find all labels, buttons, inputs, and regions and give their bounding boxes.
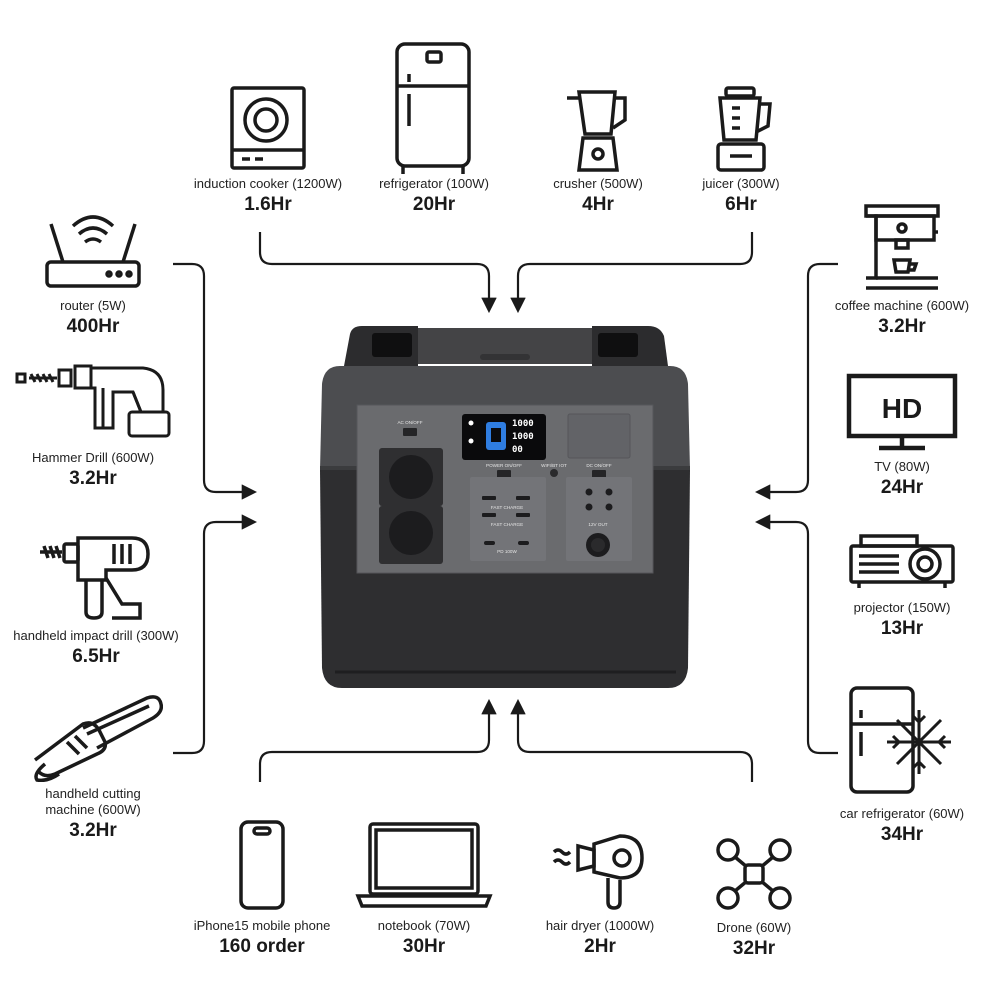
left-upper-connector — [173, 262, 258, 500]
device-hammer-drill: Hammer Drill (600W) 3.2Hr — [0, 362, 188, 490]
device-runtime: 3.2Hr — [69, 468, 117, 489]
device-name: car refrigerator (60W) — [839, 806, 965, 821]
device-juicer: juicer (300W) 6Hr — [646, 86, 836, 216]
device-runtime: 24Hr — [880, 477, 924, 498]
device-iphone: iPhone15 mobile phone 160 order — [167, 820, 357, 958]
bottom-left-connector — [258, 698, 497, 782]
smartphone-icon — [237, 820, 287, 912]
device-name: juicer (300W) — [702, 176, 780, 191]
device-name: handheld impact drill (300W) — [13, 628, 179, 643]
device-runtime: 3.2Hr — [69, 820, 117, 841]
device-name: router (5W) — [60, 298, 126, 313]
blank-panel — [567, 413, 631, 459]
device-name: handheld cutting machine (600W) — [45, 786, 141, 817]
device-runtime: 6Hr — [725, 194, 757, 215]
device-name: crusher (500W) — [553, 176, 643, 191]
device-runtime: 160 order — [219, 936, 305, 957]
device-name: induction cooker (1200W) — [193, 176, 343, 191]
device-coffee-machine: coffee machine (600W) 3.2Hr — [807, 202, 997, 338]
car-out-label: 12V OUT — [588, 522, 607, 527]
lcd-value-2: 1000 — [512, 432, 534, 442]
hair-dryer-icon — [550, 832, 650, 910]
top-left-connector — [258, 232, 497, 314]
fast-charge-label-2: FAST CHARGE — [491, 522, 523, 527]
device-projector: projector (150W) 13Hr — [807, 532, 997, 640]
device-hair-dryer: hair dryer (1000W) 2Hr — [505, 832, 695, 958]
device-crusher: crusher (500W) 4Hr — [503, 86, 693, 216]
device-name: hair dryer (1000W) — [545, 918, 655, 933]
device-car-refrigerator: car refrigerator (60W) 34Hr — [807, 684, 997, 846]
device-tv: HD TV (80W) 24Hr — [807, 372, 997, 499]
drone-icon — [714, 836, 794, 912]
device-notebook: notebook (70W) 30Hr — [329, 820, 519, 958]
right-lower-connector — [754, 514, 838, 755]
right-upper-connector — [754, 262, 838, 500]
device-runtime: 34Hr — [880, 824, 924, 845]
projector-icon — [847, 532, 957, 592]
device-name: iPhone15 mobile phone — [193, 918, 331, 933]
power-label: POWER ON/OFF — [486, 463, 522, 468]
induction-cooker-icon — [228, 86, 308, 176]
dc-button — [592, 470, 606, 478]
device-runtime: 1.6Hr — [244, 194, 292, 215]
device-drone: Drone (60W) 32Hr — [659, 836, 849, 960]
blender-icon — [563, 86, 633, 176]
device-runtime: 20Hr — [412, 194, 456, 215]
dc-panel — [566, 477, 632, 561]
device-runtime: 13Hr — [880, 618, 924, 639]
wifi-bt-indicator — [550, 469, 558, 477]
device-name: projector (150W) — [853, 600, 951, 615]
fast-charge-label-1: FAST CHARGE — [491, 505, 523, 510]
device-name: coffee machine (600W) — [834, 298, 970, 313]
juicer-icon — [706, 86, 776, 176]
device-induction-cooker: induction cooker (1200W) 1.6Hr — [173, 86, 363, 216]
tv-icon: HD — [845, 372, 959, 454]
lcd-value-3: 00 — [512, 445, 523, 455]
device-name: notebook (70W) — [377, 918, 471, 933]
device-impact-drill: handheld impact drill (300W) 6.5Hr — [0, 530, 194, 668]
tv-hd-text: HD — [882, 393, 922, 424]
coffee-machine-icon — [862, 202, 942, 292]
chainsaw-icon — [23, 690, 163, 782]
lcd-value-1: 1000 — [512, 419, 534, 429]
impact-drill-icon — [36, 530, 156, 622]
left-lower-connector — [173, 514, 258, 755]
device-runtime: 400Hr — [66, 316, 120, 337]
device-name: Drone (60W) — [716, 920, 792, 935]
ac-label: AC ON/OFF — [397, 420, 422, 425]
power-button — [497, 470, 511, 478]
laptop-icon — [354, 820, 494, 910]
device-runtime: 2Hr — [584, 936, 616, 957]
refrigerator-icon — [389, 42, 479, 176]
bottom-right-connector — [510, 698, 754, 782]
wifi-label: WIFI/BT IOT — [541, 463, 567, 468]
device-refrigerator: refrigerator (100W) 20Hr — [339, 42, 529, 216]
hammer-drill-icon — [13, 362, 173, 444]
device-router: router (5W) 400Hr — [0, 206, 188, 338]
device-name: Hammer Drill (600W) — [31, 450, 155, 465]
device-runtime: 4Hr — [582, 194, 614, 215]
car-refrigerator-icon — [847, 684, 957, 802]
dc-label: DC ON/OFF — [586, 463, 611, 468]
pd-label: PD 100W — [497, 549, 517, 554]
router-icon — [43, 206, 143, 290]
device-name: refrigerator (100W) — [379, 176, 489, 191]
device-runtime: 6.5Hr — [72, 646, 120, 667]
device-runtime: 30Hr — [402, 936, 446, 957]
device-runtime: 3.2Hr — [878, 316, 926, 337]
top-right-connector — [510, 232, 754, 314]
ac-button — [403, 428, 417, 436]
device-name: TV (80W) — [874, 459, 930, 474]
device-cutting-machine: handheld cutting machine (600W) 3.2Hr — [0, 690, 188, 842]
device-runtime: 32Hr — [732, 938, 776, 959]
